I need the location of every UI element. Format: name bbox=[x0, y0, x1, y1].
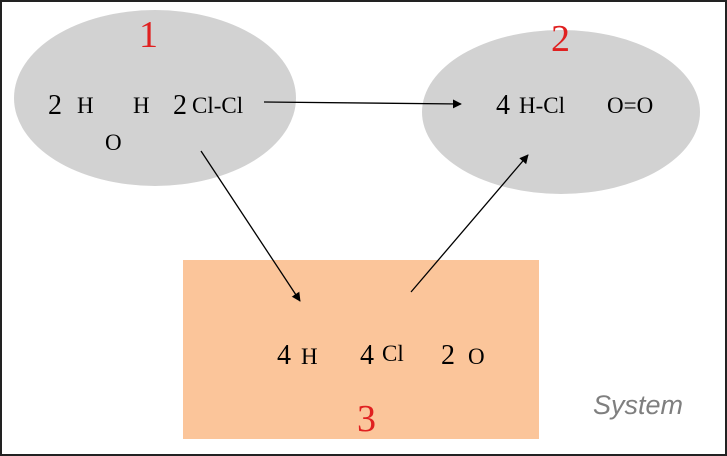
cl-atoms: Cl bbox=[382, 341, 404, 366]
state-3-number: 3 bbox=[357, 398, 376, 440]
state-2-number: 2 bbox=[551, 18, 570, 60]
state-2-ellipse bbox=[422, 30, 700, 194]
o-atoms: O bbox=[468, 344, 485, 369]
water-h-left: H bbox=[77, 93, 94, 118]
state-1-ellipse bbox=[14, 10, 296, 186]
cl-atoms-coefficient: 4 bbox=[360, 340, 374, 371]
state-3-box bbox=[183, 260, 539, 439]
system-label: System bbox=[593, 390, 684, 420]
water-h-right: H bbox=[133, 93, 150, 118]
chlorine-molecule: Cl-Cl bbox=[192, 93, 244, 118]
o-atoms-coefficient: 2 bbox=[441, 340, 455, 371]
h-atoms-coefficient: 4 bbox=[277, 340, 291, 371]
arrow-1-to-3 bbox=[200, 150, 301, 302]
oxygen-molecule: O=O bbox=[607, 93, 654, 118]
hcl-coefficient: 4 bbox=[496, 90, 510, 121]
hcl-molecule: H-Cl bbox=[519, 93, 565, 118]
arrow-1-to-2 bbox=[263, 99, 462, 109]
chlorine-coefficient: 2 bbox=[173, 90, 187, 121]
water-o: O bbox=[105, 130, 122, 155]
state-1-number: 1 bbox=[139, 14, 158, 56]
water-coefficient: 2 bbox=[48, 90, 62, 121]
arrow-3-to-2 bbox=[410, 154, 529, 293]
h-atoms: H bbox=[301, 344, 318, 369]
